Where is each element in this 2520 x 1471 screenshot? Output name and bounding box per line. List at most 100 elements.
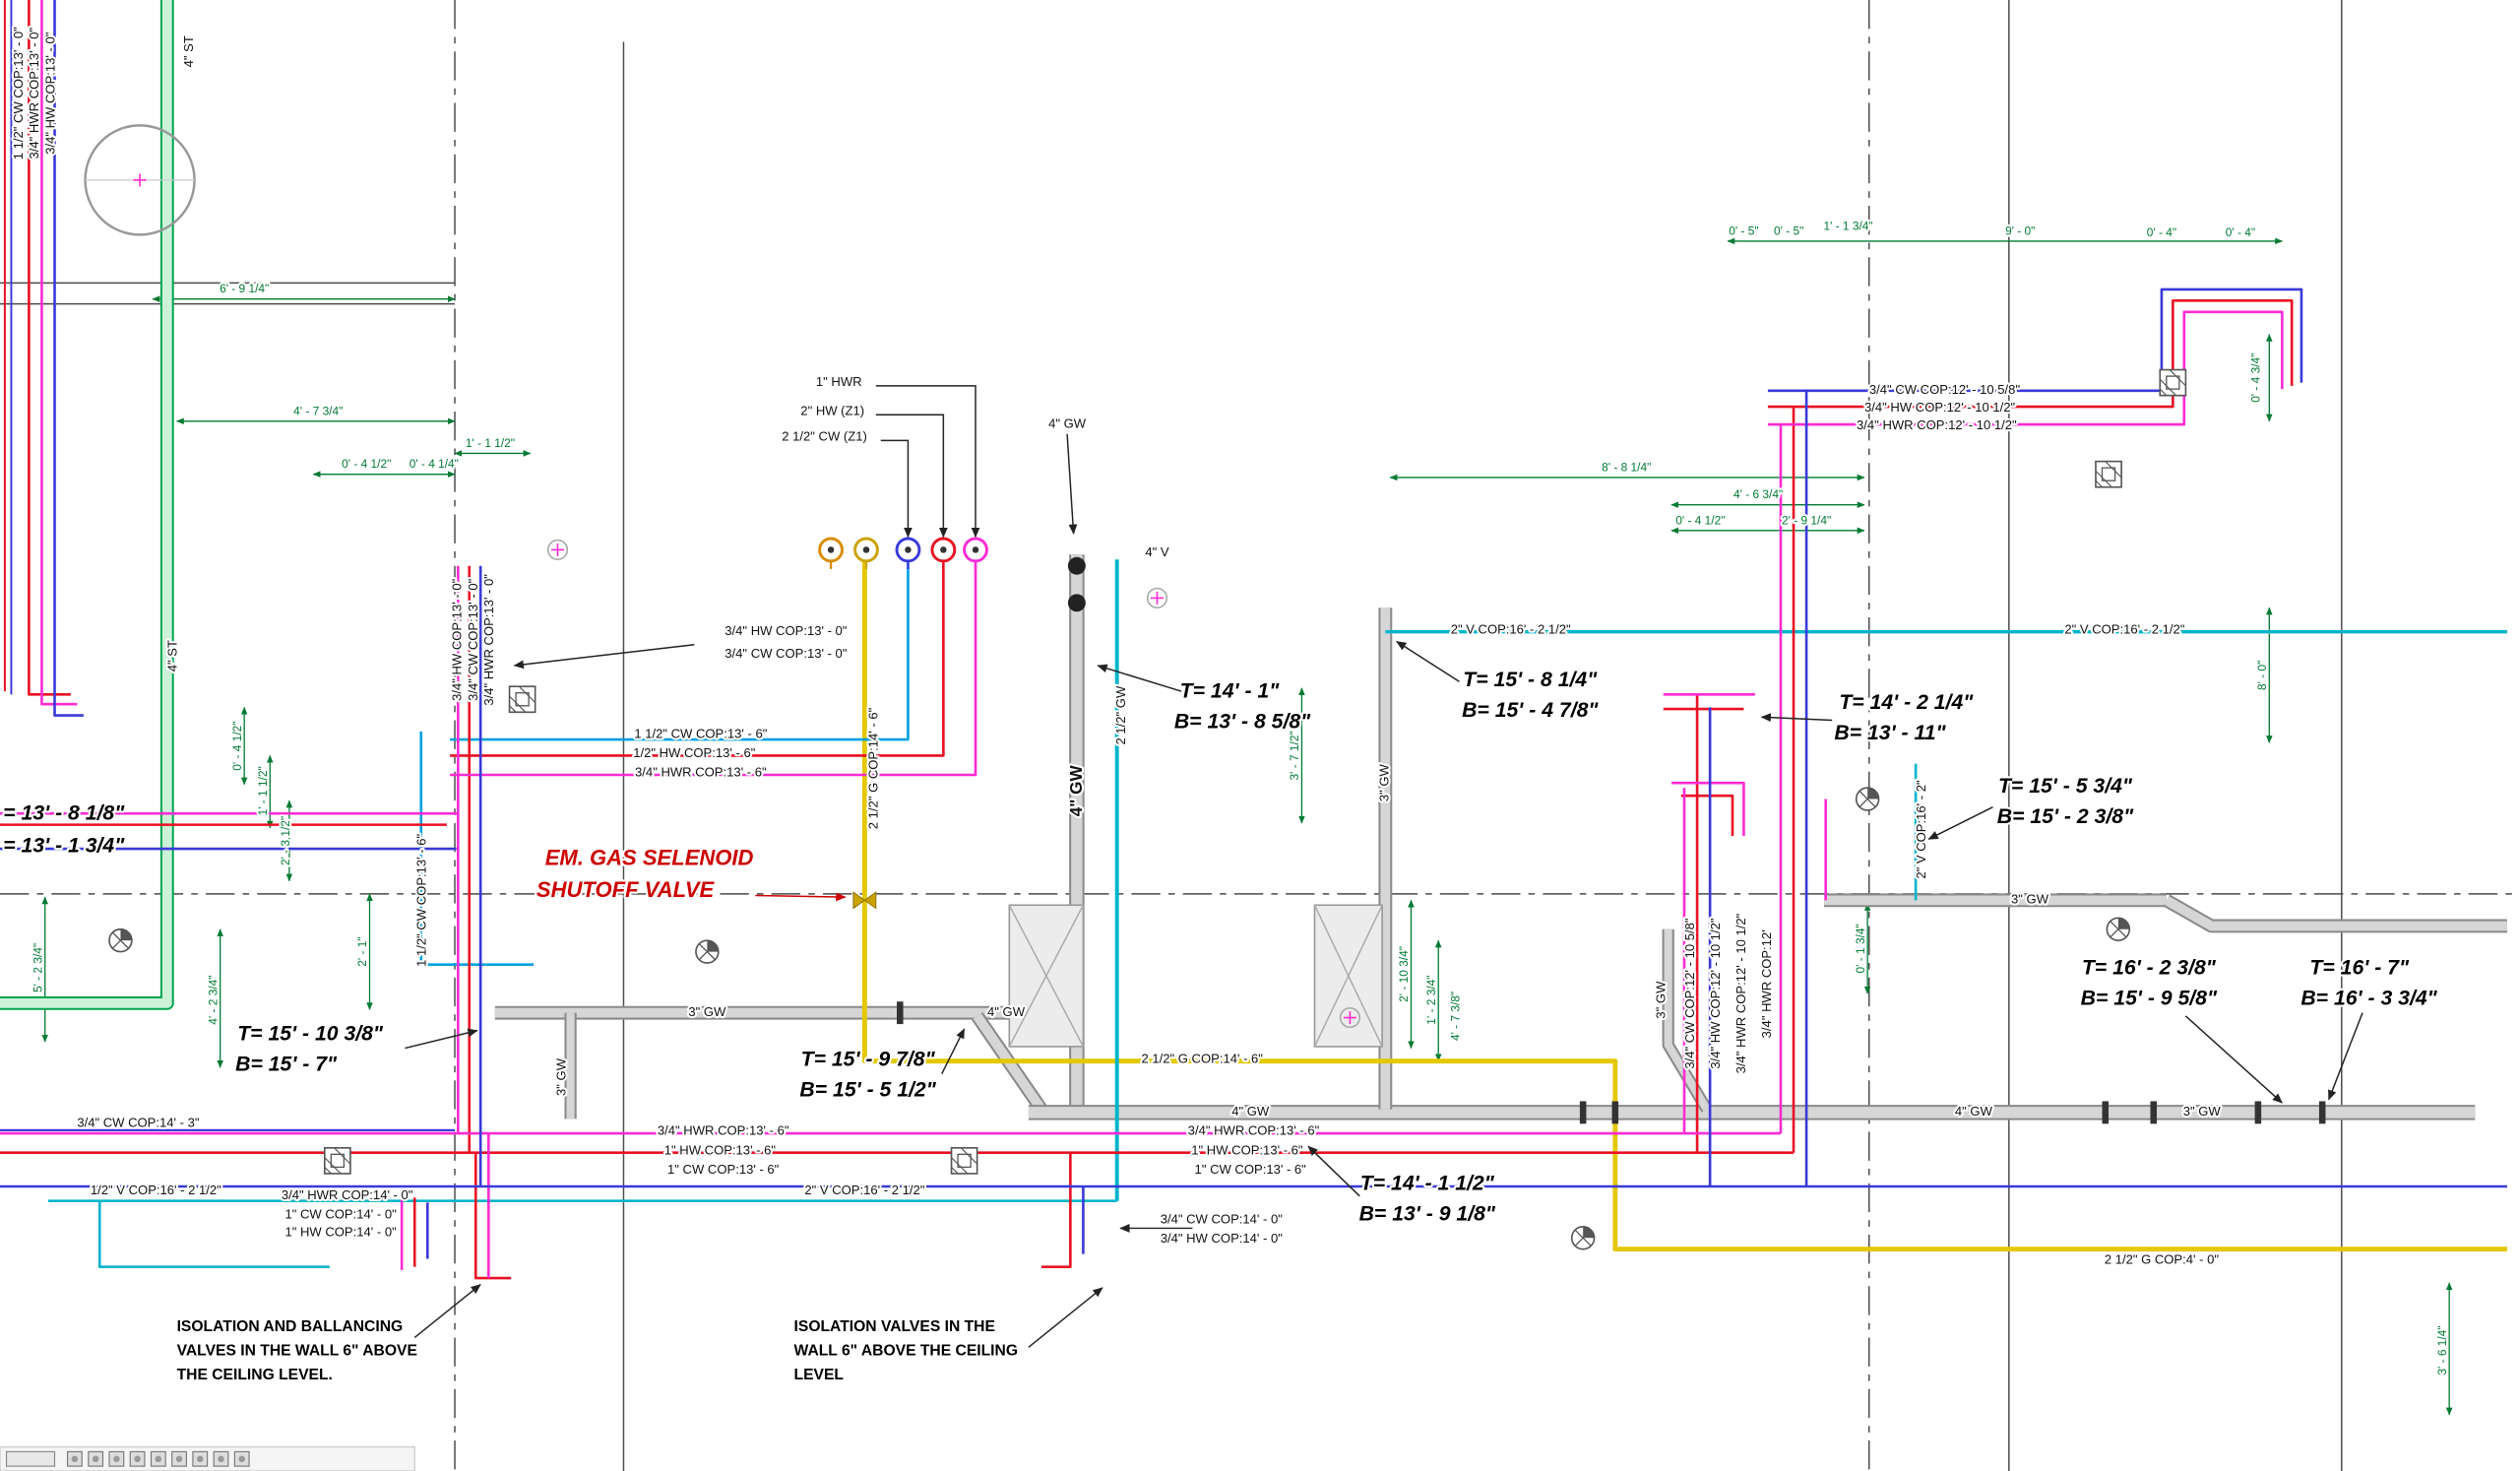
dimension-label: 6' - 9 1/4" <box>220 282 269 295</box>
pipe-label: 1" HW COP:13' - 6" <box>1191 1142 1303 1157</box>
pipe-label: 4" ST <box>165 640 180 672</box>
dimension-label: 0' - 4 1/2" <box>1675 513 1725 527</box>
hw-drop-left <box>473 1152 512 1280</box>
pipe-label: 1" HW COP:13' - 6" <box>664 1142 777 1157</box>
hwr-right-stub2 <box>1670 781 1745 837</box>
labels-layer: 6' - 9 1/4"4' - 7 3/4"1' - 1 1/2"0' - 4 … <box>1 25 2451 1385</box>
pipe-label: 2" V COP:16' - 2 1/2" <box>804 1183 924 1197</box>
vent-halfv <box>97 1200 330 1268</box>
dimension-label: 0' - 4 3/4" <box>2249 353 2263 403</box>
riser-shaft-symbol <box>1313 904 1383 1048</box>
elevation-callout: B= 15' - 5 1/2" <box>799 1079 936 1102</box>
note-text: LEVEL <box>794 1367 845 1383</box>
dimension-label: 3' - 6 1/4" <box>2435 1325 2449 1375</box>
view-control-bar[interactable] <box>0 1445 415 1471</box>
pipe-label: 3/4" HWR COP:12' - 10 1/2" <box>1733 913 1748 1073</box>
note-text: ISOLATION AND BALLANCING <box>177 1318 404 1335</box>
elevation-callout: = 13' - 8 1/8" <box>3 802 125 825</box>
cw-1half <box>419 731 535 966</box>
view-control-icon[interactable] <box>171 1450 187 1467</box>
note-text: ISOLATION VALVES IN THE <box>794 1318 995 1335</box>
pipe-label: 3" GW <box>554 1057 569 1096</box>
view-control-icon[interactable] <box>150 1450 166 1467</box>
view-control-icon[interactable] <box>67 1450 83 1467</box>
dimension-label: 0' - 4" <box>2226 225 2255 239</box>
p-trap-fitting <box>1067 594 1086 612</box>
p-trap-fitting <box>1067 556 1086 575</box>
pipe-label: 3/4" CW COP:14' - 3" <box>77 1116 200 1130</box>
pipe-label: 3/4" HWR COP:12' <box>1759 929 1774 1038</box>
elevation-callout: T= 16' - 7" <box>2309 956 2410 979</box>
riser-shaft-symbol <box>1008 904 1085 1048</box>
elevation-callout: B= 13' - 8 5/8" <box>1174 711 1311 734</box>
pipe-label: 1" HWR <box>816 374 862 389</box>
floor-drain-symbol <box>1855 787 1880 811</box>
leader-arrow <box>941 1028 966 1075</box>
leader-arrow <box>2184 1015 2283 1104</box>
dimension-label: 4' - 7 3/4" <box>293 404 343 417</box>
pipe-label: 2" V COP:16' - 2" <box>1914 780 1928 879</box>
cw-topright <box>1767 288 2303 393</box>
column-reference-circle <box>84 124 196 236</box>
leader-arrow <box>1927 806 1993 840</box>
cleanout-symbol <box>323 1146 351 1175</box>
view-control-icon[interactable] <box>88 1450 104 1467</box>
dimension-label: 9' - 0" <box>2005 224 2035 237</box>
dimension-label: 3' - 7 1/2" <box>1288 731 1301 780</box>
elevation-callout: T= 15' - 5 3/4" <box>1998 775 2133 798</box>
pipe-label: 4" GW <box>1066 765 1086 817</box>
view-control-icon[interactable] <box>129 1450 146 1467</box>
hwr-topright <box>1767 310 2284 426</box>
leader-arrow <box>413 1284 481 1339</box>
elevation-callout: T= 15' - 9 7/8" <box>801 1049 936 1071</box>
view-control-icon[interactable] <box>192 1450 209 1467</box>
leader-arrow <box>1396 640 1460 682</box>
dimension-label: 0' - 4 1/2" <box>230 722 244 771</box>
leader-arrow <box>1066 433 1078 535</box>
pipe-label: 1 1/2" CW COP:13' - 0" <box>11 27 26 160</box>
pipe-label: 3/4" CW COP:12' - 10 5/8" <box>1682 918 1697 1069</box>
pipe-label: 3/4" CW COP:12' - 10 5/8" <box>1869 382 2021 397</box>
pipe-coupling <box>1611 1101 1619 1124</box>
pipe-label: 2 1/2" GW <box>1113 685 1128 744</box>
pipe-label: 3/4" HWR COP:13' - 6" <box>1188 1123 1320 1138</box>
view-scale-control[interactable] <box>5 1450 56 1467</box>
elevation-callout: T= 15' - 8 1/4" <box>1463 669 1598 691</box>
elevation-callout: = 13' - 1 3/4" <box>3 834 125 857</box>
dimension-label: 8' - 0" <box>2255 661 2269 690</box>
elevation-callout: B= 15' - 9 5/8" <box>2081 987 2218 1009</box>
pipe-label: 2 1/2" G COP:4' - 0" <box>2105 1251 2220 1266</box>
valve-symbol <box>895 537 921 570</box>
pipe-label: 2" HW (Z1) <box>800 403 864 417</box>
leader-arrow <box>755 892 847 902</box>
dimension-label: 1' - 2 3/4" <box>1424 975 1438 1024</box>
gas-main <box>861 559 2507 1252</box>
valve-symbol <box>818 537 844 570</box>
pipe-label: 4" ST <box>181 35 196 67</box>
pipe-label: 2" V COP:16' - 2 1/2" <box>2064 621 2184 636</box>
leader-arrow <box>875 414 948 539</box>
elevation-callout: B= 13' - 11" <box>1834 722 1946 744</box>
dimension-lines-layer <box>41 237 2453 1416</box>
dimension-label: 1' - 1 3/4" <box>1823 219 1872 232</box>
hw-right-stub2 <box>1680 794 1734 837</box>
dimension-label: 0' - 4" <box>2147 225 2176 239</box>
reference-point-symbol <box>546 539 569 561</box>
note-text: THE CEILING LEVEL. <box>177 1367 333 1383</box>
hw-left-riser <box>28 0 71 696</box>
pipe-coupling <box>2102 1101 2110 1124</box>
view-control-icon[interactable] <box>108 1450 125 1467</box>
view-control-icon[interactable] <box>233 1450 250 1467</box>
elevation-callout: B= 15' - 4 7/8" <box>1462 699 1599 722</box>
dimension-label: 4' - 7 3/8" <box>1448 991 1462 1041</box>
pipe-label: 4" GW <box>1048 416 1087 430</box>
hw-topright <box>1767 299 2294 409</box>
pipe-label: 3/4" HWR COP:13' - 0" <box>481 574 496 706</box>
pipe-label: 3/4" HW COP:13' - 0" <box>43 32 58 155</box>
pipe-label: 3/4" HWR COP:13' - 0" <box>27 28 41 160</box>
view-control-icon[interactable] <box>213 1450 229 1467</box>
leader-arrow <box>1028 1287 1103 1348</box>
warning-note: SHUTOFF VALVE <box>536 877 716 902</box>
